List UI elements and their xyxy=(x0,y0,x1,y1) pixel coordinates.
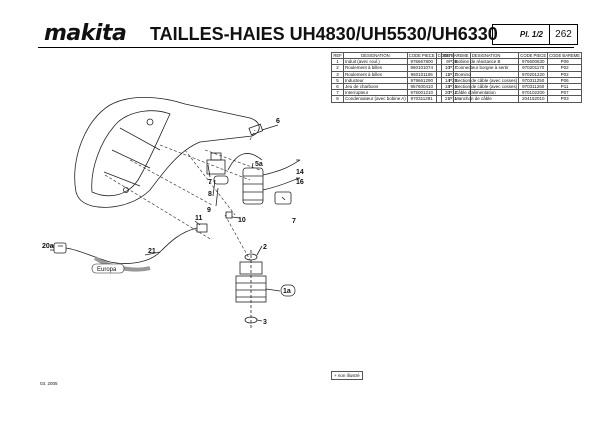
col-ref: REF xyxy=(331,51,344,60)
bearing-2 xyxy=(244,253,258,261)
cell-designation: Roulement à billes xyxy=(343,64,408,72)
housing-boss xyxy=(146,118,154,126)
plug-20a xyxy=(53,242,67,254)
cell-designation: Bobine de réactance B xyxy=(452,58,520,66)
cell-ref: 6 xyxy=(331,82,344,91)
cell-designation: Connecteur borgne à sertir xyxy=(452,64,520,72)
makita-logo: makita xyxy=(44,21,127,46)
cell-designation: Jeu de charbons xyxy=(343,82,408,91)
field-coil-5a xyxy=(242,167,264,205)
label-7-lower: 7 xyxy=(292,218,296,225)
plate-number: Pl. 1/2 xyxy=(519,30,543,39)
cell-designation: Interrupteur xyxy=(343,89,408,97)
choke-coil-9 xyxy=(274,191,292,205)
label-10: 10 xyxy=(238,217,246,224)
label-16: 16 xyxy=(296,179,304,186)
cell-ref: 1 xyxy=(331,58,344,66)
cell-code-bareme: P07 xyxy=(547,89,583,97)
label-21: 21 xyxy=(148,248,156,255)
cell-ref: 5 xyxy=(331,76,344,85)
not-illustrated-note: + non illustré xyxy=(331,371,363,380)
label-6: 6 xyxy=(276,118,280,125)
col-code-bareme: CODE BAREME xyxy=(547,51,583,60)
capacitor-8 xyxy=(213,175,229,185)
label-5a: 5a xyxy=(255,161,263,168)
cell-code-bareme: P06 xyxy=(547,76,583,85)
switch-7-top xyxy=(210,152,222,161)
label-1a: 1a xyxy=(283,288,291,295)
cell-designation: Roulement à billes xyxy=(343,70,408,78)
cell-designation: Inducteur xyxy=(343,76,408,85)
page-header: makita TAILLES-HAIES UH4830/UH5530/UH633… xyxy=(38,21,578,46)
cell-code-bareme: P03 xyxy=(547,95,583,103)
housing-shell xyxy=(74,97,260,208)
cell-designation: Condensateur (avec bobine A) xyxy=(343,95,408,103)
cell-ref: 3 xyxy=(331,70,344,78)
label-14: 14 xyxy=(296,169,304,176)
label-3: 3 xyxy=(263,319,267,326)
housing-rib xyxy=(103,127,161,187)
armature-core xyxy=(235,275,267,303)
housing-boss xyxy=(123,187,129,193)
page-title: TAILLES-HAIES UH4830/UH5530/UH6330 xyxy=(150,24,498,44)
cell-ref: 2 xyxy=(331,64,344,72)
cell-code-bareme: P02 xyxy=(547,64,583,72)
label-7-upper: 7 xyxy=(208,179,212,186)
table-header-row: REF DESIGNATION CODE PIECE CODE BAREME xyxy=(441,51,583,60)
housing-inner xyxy=(91,110,171,197)
cell-code-bareme: P11 xyxy=(547,82,583,91)
cell-code-bareme: P02 xyxy=(547,70,583,78)
power-cord-21 xyxy=(65,227,198,264)
cell-ref: 7 xyxy=(331,89,344,97)
cell-designation: Manchon de câble xyxy=(452,95,520,103)
plate-box: Pl. 1/2 262 xyxy=(492,24,578,45)
wire-16 xyxy=(262,177,301,191)
footer-date: 03. 2005 xyxy=(40,381,58,386)
cell-code-bareme: P09 xyxy=(547,58,583,66)
plug-pins xyxy=(50,245,54,251)
page-number: 262 xyxy=(549,25,577,44)
cell-ref: 8 xyxy=(331,95,344,103)
label-20a: 20a xyxy=(42,243,54,250)
cell-designation: Section de câble (avec cosses) xyxy=(452,82,520,91)
label-11: 11 xyxy=(195,215,203,222)
leader-lines xyxy=(58,124,300,322)
assembly-guide-lines xyxy=(104,129,261,261)
europa-tag xyxy=(91,263,125,274)
field-coil-winding xyxy=(243,175,263,201)
col-designation: DESIGNATION xyxy=(452,51,520,60)
label-bubble xyxy=(280,284,296,297)
wire-switch xyxy=(227,153,263,171)
label-europa: Europa xyxy=(97,267,117,273)
wire-14 xyxy=(262,159,301,176)
cell-designation: Section de câble (avec cosses) xyxy=(452,76,520,85)
cell-designation: Domino xyxy=(452,70,520,78)
col-designation: DESIGNATION xyxy=(343,51,408,60)
domino-11 xyxy=(196,223,208,233)
connector-10 xyxy=(225,211,233,219)
brush-6 xyxy=(248,123,264,136)
header-rule xyxy=(38,47,574,48)
parts-table-right: REF DESIGNATION CODE PIECE CODE BAREME 9… xyxy=(441,51,583,103)
label-8: 8 xyxy=(208,191,212,198)
cell-designation: Induit (avec roul.) xyxy=(343,58,408,66)
cell-designation: Câble d'alimentation xyxy=(452,89,520,97)
label-9: 9 xyxy=(207,207,211,214)
label-2: 2 xyxy=(263,244,267,251)
